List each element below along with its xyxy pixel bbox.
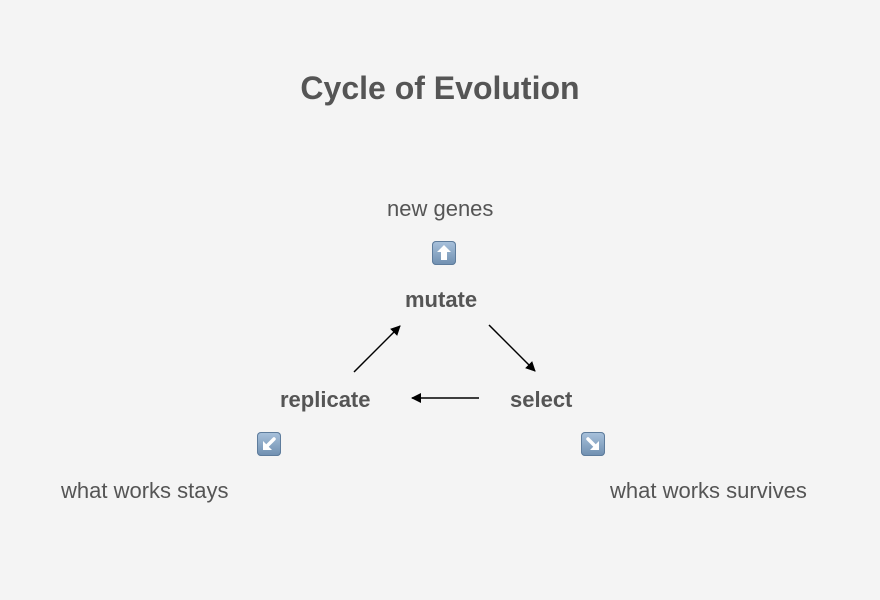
arrow-mutate-to-select (488, 324, 536, 372)
node-select: select (510, 387, 573, 412)
note-new-genes: new genes (387, 196, 494, 221)
note-what-works-stays: what works stays (61, 478, 229, 503)
up-arrow-icon (432, 241, 456, 265)
down-left-arrow-icon (257, 432, 281, 456)
note-what-works-survives: what works survives (610, 478, 807, 503)
node-mutate: mutate (405, 287, 478, 312)
node-replicate: replicate (280, 387, 371, 412)
arrow-replicate-to-mutate (353, 325, 401, 373)
diagram-title: Cycle of Evolution (300, 70, 580, 106)
down-right-arrow-icon (581, 432, 605, 456)
